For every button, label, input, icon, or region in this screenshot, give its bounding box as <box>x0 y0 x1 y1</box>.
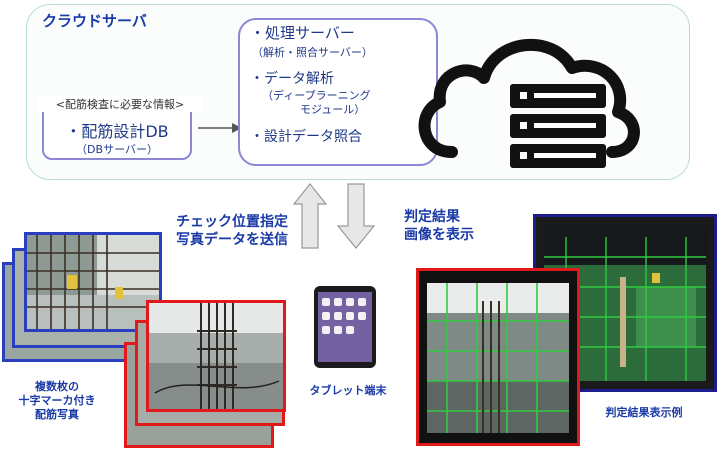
result-photo-image <box>427 283 569 433</box>
rebar-photo-front <box>24 232 162 332</box>
cloud-server-icon <box>418 38 640 168</box>
result-photo <box>416 268 580 446</box>
transfer-arrows <box>292 183 376 249</box>
server-rack-icon <box>510 84 606 168</box>
download-arrow <box>336 183 376 249</box>
result-example-caption: 判定結果表示例 <box>605 406 683 419</box>
db-server-label: （DBサーバー） <box>76 143 158 156</box>
db-caption: <配筋検査に必要な情報> <box>38 96 202 112</box>
analysis-title: ・データ解析 <box>250 71 334 87</box>
upload-line-2: 写真データを送信 <box>176 232 288 248</box>
cloud-title: クラウドサーバ <box>42 12 147 30</box>
result-line-1: 判定結果 <box>404 209 460 225</box>
cross-marker-photo-front <box>146 300 286 412</box>
analysis-sub-2: モジュール） <box>300 103 366 116</box>
processing-sub: （解析・照合サーバー） <box>252 46 373 59</box>
photos-caption-3: 配筋写真 <box>35 408 79 421</box>
processing-server-box <box>238 18 438 166</box>
photos-caption-2: 十字マーカ付き <box>18 394 96 407</box>
photos-caption: 複数枚の 十字マーカ付き 配筋写真 <box>18 380 96 422</box>
result-label: 判定結果 画像を表示 <box>404 208 474 244</box>
db-to-processing-arrow <box>198 123 242 133</box>
result-line-2: 画像を表示 <box>404 227 474 243</box>
cross-marker-photo-image <box>149 303 283 409</box>
upload-line-1: チェック位置指定 <box>176 214 288 230</box>
upload-arrow <box>292 183 328 249</box>
analysis-sub-1: （ディープラーニング <box>262 89 371 102</box>
tablet-caption: タブレット端末 <box>309 384 387 397</box>
tablet-icon <box>314 286 376 368</box>
rebar-photo-image <box>27 235 159 329</box>
photos-caption-1: 複数枚の <box>35 380 79 393</box>
upload-label: チェック位置指定 写真データを送信 <box>176 213 288 249</box>
matching-title: ・設計データ照合 <box>250 129 362 145</box>
processing-title: ・処理サーバー <box>250 24 355 42</box>
design-db-label: ・配筋設計DB <box>65 122 169 141</box>
